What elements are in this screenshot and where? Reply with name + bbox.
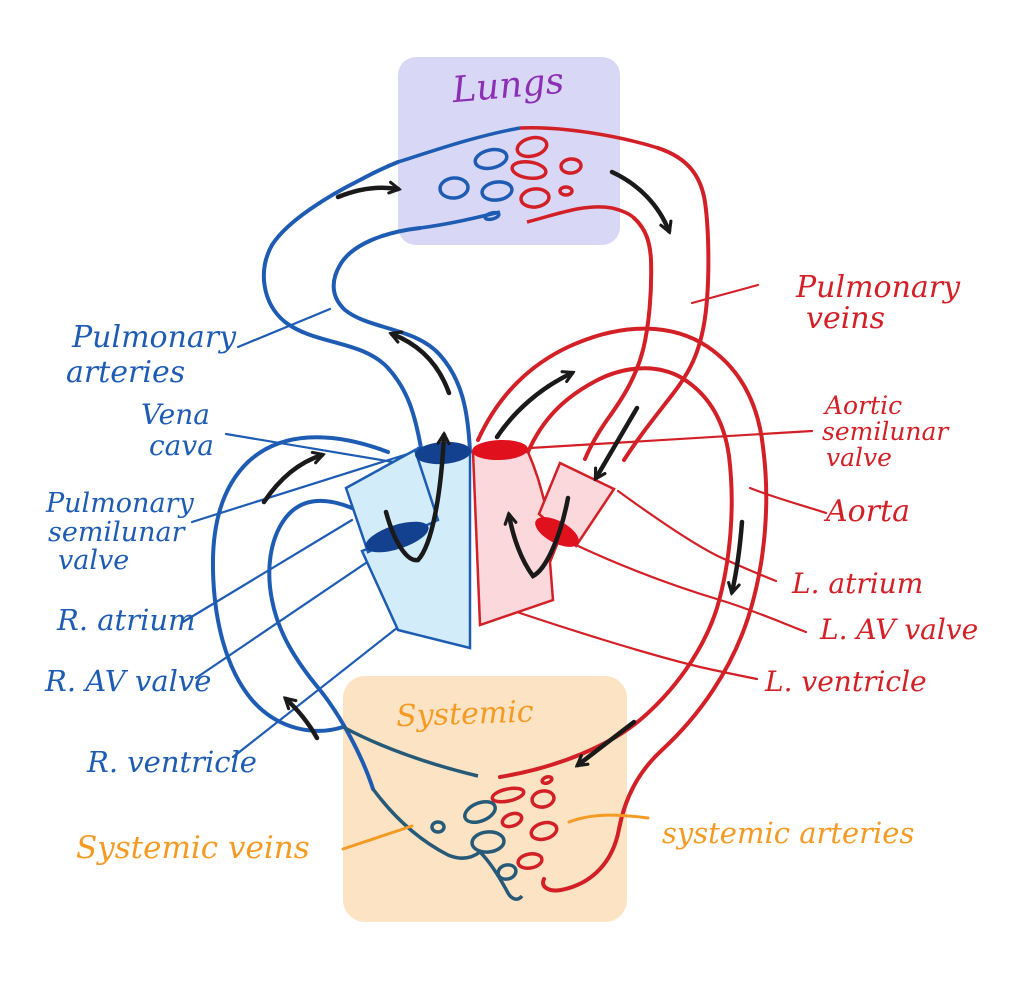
flow-arrow-vena-cava-up: [261, 455, 322, 505]
svg-text:Pulmonary: Pulmonary: [795, 270, 961, 305]
orange-labels: Systemic veins systemic arteries: [76, 816, 914, 866]
l-ventricle-pointer: [503, 606, 759, 681]
r-ventricle-pointer: [231, 622, 404, 759]
svg-text:veins: veins: [806, 301, 885, 336]
l-ventricle-label: L. ventricle: [764, 665, 927, 698]
flow-arrow-left-ventricle: [509, 495, 571, 579]
flow-arrow-right-ventricle: [383, 435, 444, 563]
svg-text:Vena: Vena: [141, 398, 210, 431]
vena-cava-vessel: [210, 435, 390, 791]
pointer-lines: [181, 283, 828, 851]
r-av-valve-label: R. AV valve: [44, 664, 211, 698]
pulmonary-veins-pointer: [690, 283, 760, 305]
aorta-pointer: [748, 486, 828, 515]
pulmonary-vein-vessel: [583, 146, 711, 462]
flow-arrow-aorta-descent: [732, 519, 745, 592]
flow-arrow-into-lungs: [335, 188, 398, 200]
pulmonary-semilunar-valve-label: Pulmonary semilunar valve: [45, 488, 194, 576]
systemic-arteries-pointer: [567, 813, 650, 824]
svg-text:semilunar: semilunar: [822, 417, 950, 446]
vena-cava-pointer: [224, 432, 395, 464]
flow-arrow-into-left-atrium: [593, 405, 640, 478]
aortic-semilunar-valve-pointer: [528, 429, 814, 450]
svg-text:valve: valve: [58, 545, 129, 576]
systemic-region-box: [343, 676, 627, 922]
systemic-veins-label: Systemic veins: [76, 830, 310, 866]
flow-arrows: [261, 169, 745, 765]
lungs-region-label: Lungs: [450, 61, 566, 112]
svg-text:semilunar: semilunar: [48, 517, 187, 548]
systemic-label-text: Systemic: [396, 694, 535, 734]
aortic-semilunar-valve: [472, 439, 528, 461]
svg-text:Pulmonary: Pulmonary: [45, 488, 194, 519]
r-ventricle-label: R. ventricle: [86, 745, 257, 779]
l-av-valve-label: L. AV valve: [819, 613, 978, 646]
pulmonary-semilunar-valve-pointer: [190, 450, 416, 524]
flow-arrow-pulmonary-vein: [609, 169, 669, 231]
l-av-valve-pointer: [576, 544, 808, 634]
svg-text:Pulmonary: Pulmonary: [71, 320, 237, 355]
svg-text:Aortic: Aortic: [823, 391, 902, 420]
systemic-region-label: Systemic: [396, 694, 535, 734]
lungs-label-text: Lungs: [450, 61, 566, 112]
r-av-valve-pointer: [194, 550, 384, 680]
systemic-veins-pointer: [341, 824, 414, 851]
diagram-labels: Lungs Systemic Pulmonary arteries Vena c…: [44, 61, 978, 866]
pulmonary-arteries-pointer: [236, 307, 332, 349]
pulmonary-arteries-label: Pulmonary arteries: [66, 320, 237, 390]
red-labels: Pulmonary veins Aortic semilunar valve A…: [764, 270, 978, 698]
pulmonary-veins-label: Pulmonary veins: [795, 270, 961, 336]
aortic-semilunar-valve-label: Aortic semilunar valve: [822, 391, 950, 472]
svg-text:valve: valve: [826, 443, 892, 472]
r-atrium-pointer: [181, 518, 354, 624]
flow-arrow-vena-cava-lower: [286, 699, 320, 741]
blue-labels: Pulmonary arteries Vena cava Pulmonary s…: [44, 320, 257, 779]
flow-arrow-into-systemic: [578, 719, 637, 765]
l-atrium-label: L. atrium: [791, 567, 923, 600]
heart: [344, 439, 616, 650]
aorta-label: Aorta: [823, 494, 910, 529]
svg-text:arteries: arteries: [66, 355, 185, 390]
flow-arrow-pulmonary-artery: [392, 334, 452, 396]
pulmonary-artery-vessel: [261, 160, 472, 454]
vena-cava-label: Vena cava: [141, 398, 214, 462]
flow-arrow-into-aorta: [494, 373, 572, 440]
l-atrium-pointer: [616, 489, 778, 583]
svg-text:cava: cava: [149, 429, 214, 462]
systemic-arteries-label: systemic arteries: [662, 816, 914, 850]
r-atrium-label: R. atrium: [56, 603, 196, 637]
lungs-capillaries: [397, 125, 659, 230]
